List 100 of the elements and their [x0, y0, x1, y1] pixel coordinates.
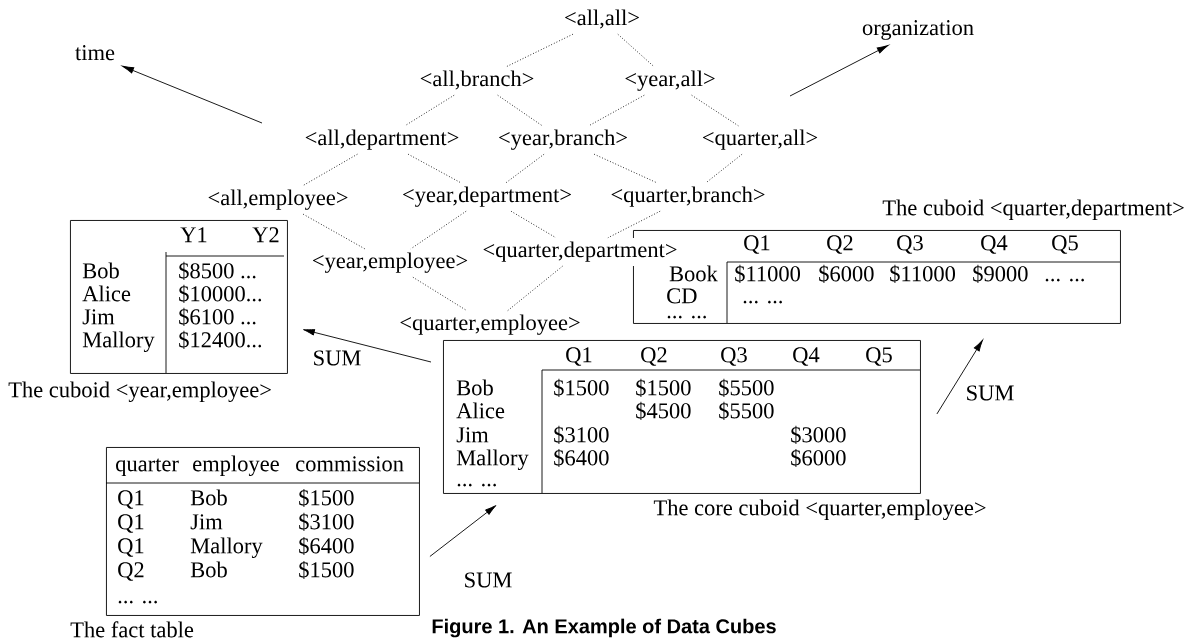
dotted-line [497, 94, 543, 127]
dotted-line [505, 153, 545, 184]
table-caption: The cuboid <year,employee> [8, 381, 271, 403]
dotted-line [412, 276, 468, 312]
table-cell: $6400 [554, 448, 609, 467]
table-cell: $12400... [179, 330, 262, 349]
table-cell: $11000 [890, 264, 955, 283]
data-table [105, 447, 420, 616]
table-cell: ... ... [118, 600, 157, 604]
table-cell: Q1 [566, 347, 592, 366]
dotted-line [705, 153, 743, 184]
table-cell: Q2 [118, 562, 144, 581]
table-cell: ... ... [743, 300, 782, 304]
table-cell: Book [669, 265, 718, 282]
table-cell: $3000 [791, 425, 846, 444]
dotted-line [407, 153, 462, 184]
cuboid-label: <year,branch> [493, 126, 633, 154]
table-cell: Bob [456, 379, 493, 396]
cuboid-label: <all,all> [559, 6, 645, 34]
edge-label: SUM [314, 350, 361, 366]
table-cell: Jim [82, 309, 115, 325]
table-cell: CD [667, 288, 697, 304]
data-table [70, 220, 288, 374]
table-cell: Q2 [827, 235, 853, 254]
table-cell: Q1 [744, 235, 770, 254]
figure-caption: Figure 1. An Example of Data Cubes [432, 618, 776, 638]
arrow [122, 65, 263, 124]
table-cell: Jim [456, 427, 489, 443]
table-cell: Q5 [866, 347, 892, 366]
table-cell: $1500 [636, 378, 691, 397]
table-cell: ... ... [667, 315, 706, 319]
cuboid-label: <year,employee> [306, 249, 474, 277]
table-cell: Q2 [641, 347, 667, 366]
table-cell: employee [193, 455, 279, 477]
table-cell: $1500 [299, 488, 354, 507]
dotted-line [302, 153, 358, 187]
table-cell: quarter [116, 458, 179, 476]
dotted-line [404, 94, 455, 127]
dotted-line [588, 94, 645, 127]
dotted-line [510, 210, 557, 239]
arrow [936, 339, 983, 415]
table-cell: Jim [190, 514, 223, 530]
table-caption: The core cuboid <quarter,employee> [653, 499, 986, 521]
cuboid-label: <all,employee> [202, 186, 354, 214]
data-table [443, 340, 921, 494]
table-cell: $5500 [719, 401, 774, 420]
table-cell: Q3 [721, 347, 747, 366]
table-cell: Q4 [793, 347, 820, 366]
table-cell: Alice [456, 402, 505, 419]
arrow [789, 45, 889, 97]
cuboid-label: <all,branch> [414, 67, 540, 95]
table-cell: Alice [82, 285, 131, 302]
table-cell: $9000 [973, 264, 1028, 283]
table-cell: $1500 [299, 560, 354, 579]
table-cell: $4500 [636, 401, 691, 420]
arrow [429, 505, 497, 557]
cuboid-label: <all,department> [299, 126, 465, 154]
table-cell: Q1 [118, 514, 144, 533]
table-caption: The fact table [70, 621, 194, 638]
table-cell: Q4 [981, 235, 1008, 254]
dotted-line [607, 210, 661, 239]
table-cell: ... ... [457, 483, 496, 487]
table-cell: $8500 ... [179, 261, 256, 280]
cuboid-label: <quarter,branch> [605, 183, 771, 211]
dotted-line [593, 153, 658, 184]
table-cell: Q5 [1052, 235, 1078, 254]
table-cell: $11000 [735, 264, 800, 283]
table-cell: Mallory [456, 449, 529, 471]
table-cell: $3100 [299, 512, 354, 531]
table-caption: The cuboid <quarter,department> [882, 199, 1184, 220]
table-cell: Q1 [118, 538, 144, 557]
cuboid-label: <quarter,all> [696, 126, 824, 154]
table-cell: $3100 [554, 425, 609, 444]
table-cell: Q3 [897, 235, 923, 254]
dotted-line [505, 33, 574, 68]
table-cell: $1500 [554, 378, 609, 397]
table-cell: Bob [190, 561, 227, 578]
table-cell: ... ... [1045, 278, 1084, 282]
cuboid-label: <year,all> [619, 67, 721, 95]
table-cell: Y1 [180, 227, 207, 243]
table-cell: Y2 [252, 227, 279, 243]
table-cell: $6400 [299, 536, 354, 555]
table-cell: Q1 [118, 490, 144, 509]
dotted-line [691, 94, 739, 127]
table-cell: $10000... [179, 284, 262, 303]
dotted-line [410, 210, 467, 250]
cuboid-label: <quarter,employee> [394, 311, 586, 339]
table-cell: $6100 ... [179, 307, 256, 326]
edge-label: SUM [967, 385, 1014, 401]
edge-label: SUM [465, 572, 512, 588]
dotted-line [302, 213, 366, 250]
axis-label: time [70, 41, 120, 69]
cuboid-label: <year,department> [397, 183, 577, 211]
table-cell: $6000 [819, 264, 874, 283]
arrow [303, 329, 432, 363]
cuboid-label: <quarter,department> [477, 238, 683, 266]
dotted-line [617, 33, 655, 68]
table-cell: Mallory [82, 331, 155, 353]
table-cell: Bob [82, 262, 119, 279]
table-cell: $6000 [791, 448, 846, 467]
